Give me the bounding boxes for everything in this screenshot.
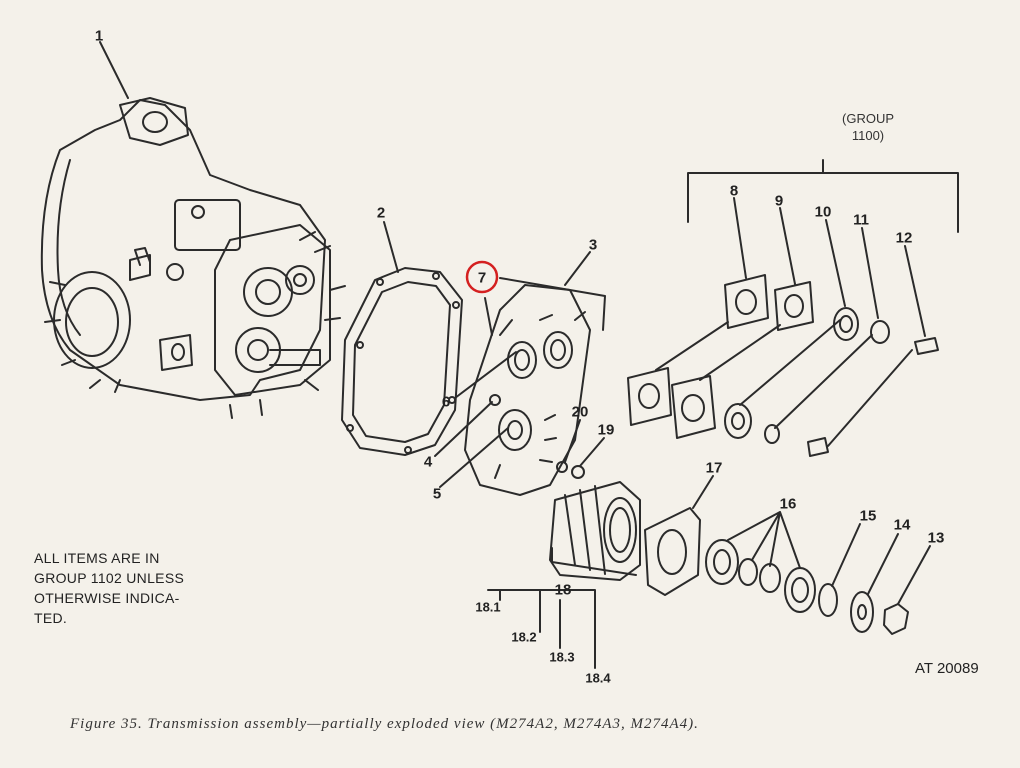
leader-13 (897, 545, 931, 605)
callout-4: 4 (423, 453, 433, 471)
callout-6: 6 (441, 393, 451, 411)
leader-1 (99, 41, 129, 99)
callout-18-4: 18.4 (585, 670, 611, 686)
part-3-cover-plate (464, 284, 591, 496)
callout-18-1: 18.1 (475, 599, 501, 615)
bracket-18-sub (487, 589, 596, 669)
part-2-gasket (341, 267, 463, 456)
reference-code: AT 20089 (915, 660, 979, 677)
leader-4 (434, 401, 493, 457)
leader-2 (383, 221, 399, 273)
part-18-boot (549, 481, 641, 581)
callout-1: 1 (94, 27, 104, 45)
leader-6 (454, 351, 517, 399)
callout-2: 2 (376, 204, 386, 222)
callout-18: 18 (554, 581, 572, 599)
callout-18-2: 18.2 (511, 629, 537, 645)
callout-7: 7 (477, 269, 487, 287)
figure-caption: Figure 35. Transmission assembly—partial… (70, 716, 699, 732)
part-9-retainer (671, 281, 814, 439)
leader-12 (904, 245, 926, 337)
callout-19: 19 (597, 421, 615, 439)
callout-17: 17 (705, 459, 723, 477)
part-12-bolt (807, 337, 939, 457)
part-13-nut (883, 603, 909, 635)
note-line-1: ALL ITEMS ARE IN (34, 550, 160, 566)
leader-9 (779, 207, 796, 285)
note-line-2: GROUP 1102 UNLESS (34, 570, 185, 586)
highlight-circle-7 (465, 260, 499, 294)
callout-16: 16 (779, 495, 797, 513)
callout-3: 3 (588, 236, 598, 254)
assembly-lines-upper (655, 319, 913, 447)
leader-11 (861, 227, 879, 319)
leader-8 (733, 197, 747, 279)
callout-10: 10 (814, 203, 832, 221)
note-line-4: TED. (34, 610, 68, 626)
group-note: ALL ITEMS ARE IN GROUP 1102 UNLESS OTHER… (34, 548, 254, 628)
part-16-bearings (705, 539, 816, 613)
callout-14: 14 (893, 516, 911, 534)
note-line-3: OTHERWISE INDICA- (34, 590, 180, 606)
leader-16 (727, 511, 801, 569)
part-17-flange (644, 507, 701, 596)
callout-5: 5 (432, 485, 442, 503)
part-11-washer (764, 320, 890, 444)
leader-20 (564, 419, 581, 463)
leader-5 (439, 427, 509, 488)
leader-17 (692, 475, 714, 509)
bracket-18 (551, 547, 637, 576)
part-14-washer (850, 591, 874, 633)
group-1100-label: (GROUP 1100) (828, 110, 908, 144)
callout-18-3: 18.3 (549, 649, 575, 665)
callout-12: 12 (895, 229, 913, 247)
callout-20: 20 (571, 403, 589, 421)
leader-7 (484, 297, 493, 336)
callout-11: 11 (853, 211, 869, 229)
leader-3 (564, 251, 591, 286)
group-label-line-2: 1100) (851, 128, 885, 143)
leader-15 (831, 523, 861, 587)
group-label-line-1: (GROUP (842, 111, 894, 126)
callout-13: 13 (927, 529, 945, 547)
callout-9: 9 (774, 192, 784, 210)
leader-14 (867, 533, 899, 595)
callout-15: 15 (859, 507, 877, 525)
part-8-plate (627, 274, 769, 426)
part-1-transmission-housing (40, 97, 346, 419)
group-1100-bracket (687, 159, 959, 233)
bracket-3 (499, 277, 606, 331)
leader-10 (825, 219, 846, 307)
part-20-nut (556, 461, 568, 473)
leader-19 (579, 437, 605, 467)
part-19-washer (571, 465, 585, 479)
part-15-spacer (818, 583, 838, 617)
callout-8: 8 (729, 182, 739, 200)
